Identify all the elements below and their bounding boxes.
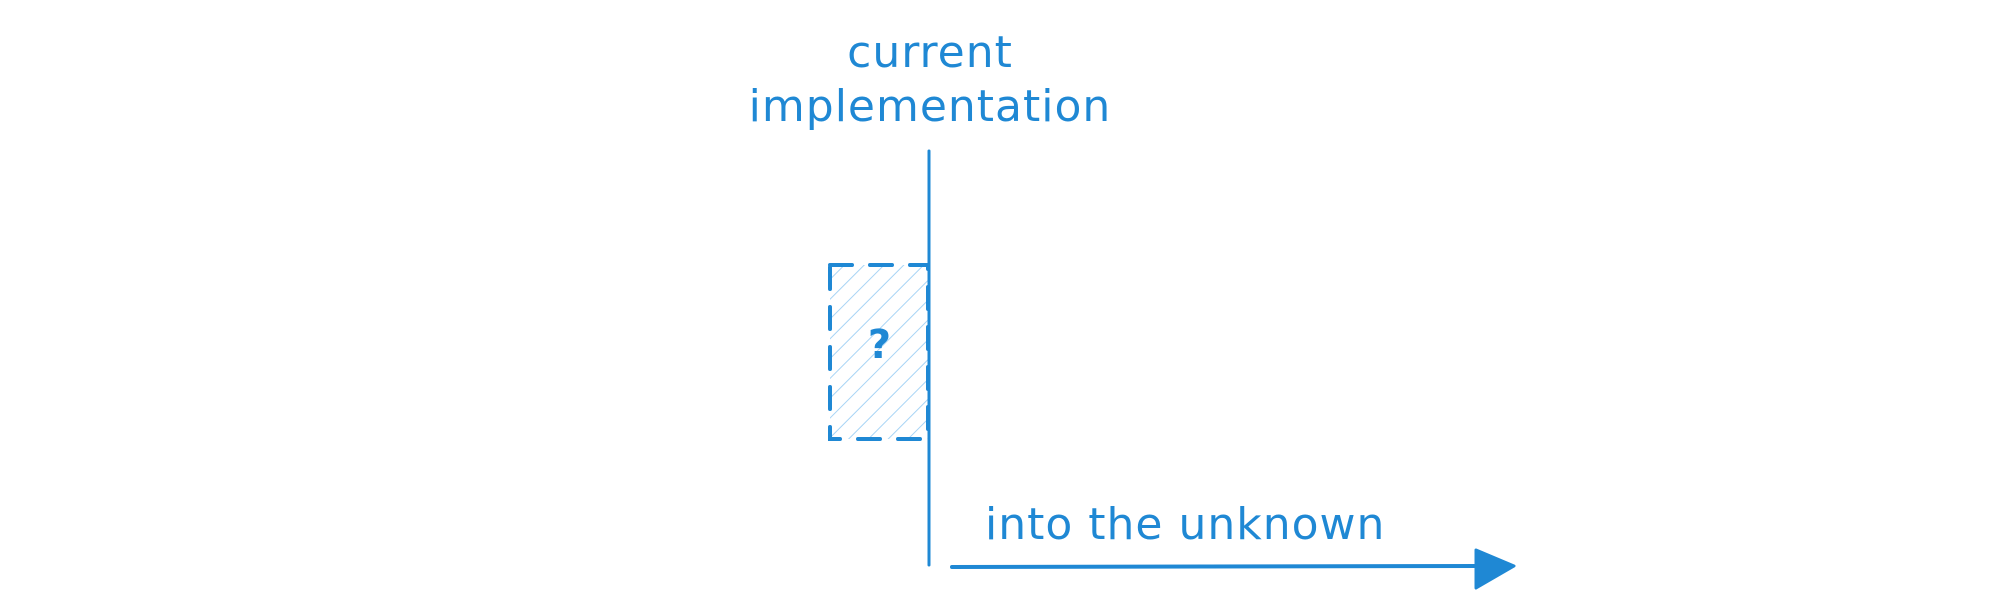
- question-mark-label: ?: [867, 322, 893, 368]
- title-line-1: current: [847, 27, 1013, 78]
- current-implementation-label: current implementation: [730, 26, 1130, 134]
- unknown-region-box: [828, 263, 930, 441]
- arrowhead-icon: [1474, 548, 1516, 590]
- title-line-2: implementation: [748, 81, 1112, 132]
- into-the-unknown-label: into the unknown: [985, 499, 1386, 550]
- unknown-direction-arrow-shaft: [950, 564, 1482, 569]
